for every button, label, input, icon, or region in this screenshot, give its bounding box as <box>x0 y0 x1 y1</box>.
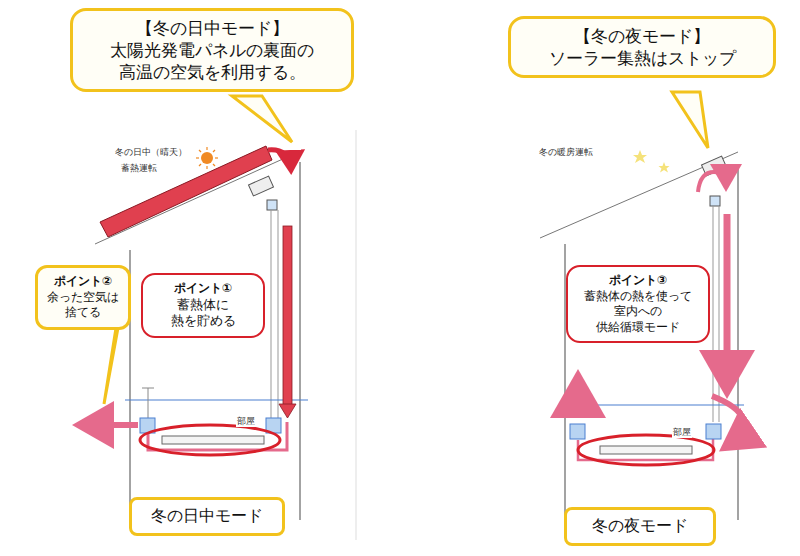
callout-text: ソーラー集熱はストップ <box>549 47 736 69</box>
point-callout: ポイント②余った空気は 捨てる <box>35 265 131 330</box>
mode-callout: 【冬の日中モード】太陽光発電パネルの裏面の 高温の空気を利用する。 <box>70 8 354 92</box>
room-label: 部屋 <box>672 428 692 438</box>
night-house <box>540 150 744 520</box>
mode-label: 冬の暖房運転 <box>538 148 594 158</box>
callout-text: 余った空気は 捨てる <box>44 290 122 321</box>
callout-heading: ポイント① <box>174 281 232 297</box>
day-house <box>78 146 308 520</box>
callout-text: 蓄熱体の熱を使って 室内への 供給循環モード <box>581 289 695 336</box>
room-label: 部屋 <box>236 417 256 427</box>
mode-label: 冬の日中（晴天） <box>114 148 188 158</box>
callout-heading: 【冬の日中モード】 <box>136 17 289 39</box>
callout-text: 太陽光発電パネルの裏面の 高温の空気を利用する。 <box>87 39 337 83</box>
callout-heading: 【冬の夜モード】 <box>574 25 710 47</box>
mode-callout: 【冬の夜モード】ソーラー集熱はストップ <box>508 16 776 78</box>
callout-text: 冬の夜モード <box>592 516 688 537</box>
callout-text: 冬の日中モード <box>151 506 263 527</box>
point-callout: ポイント①蓄熱体に 熱を貯める <box>141 273 265 338</box>
callout-heading: ポイント③ <box>609 273 667 289</box>
callout-text: 蓄熱体に 熱を貯める <box>165 297 241 331</box>
mode-label: 蓄熱運転 <box>120 164 158 174</box>
mode-caption-box: 冬の夜モード <box>564 507 716 546</box>
point-callout: ポイント③蓄熱体の熱を使って 室内への 供給循環モード <box>566 265 710 343</box>
callout-heading: ポイント② <box>54 274 112 290</box>
mode-caption-box: 冬の日中モード <box>129 497 285 536</box>
